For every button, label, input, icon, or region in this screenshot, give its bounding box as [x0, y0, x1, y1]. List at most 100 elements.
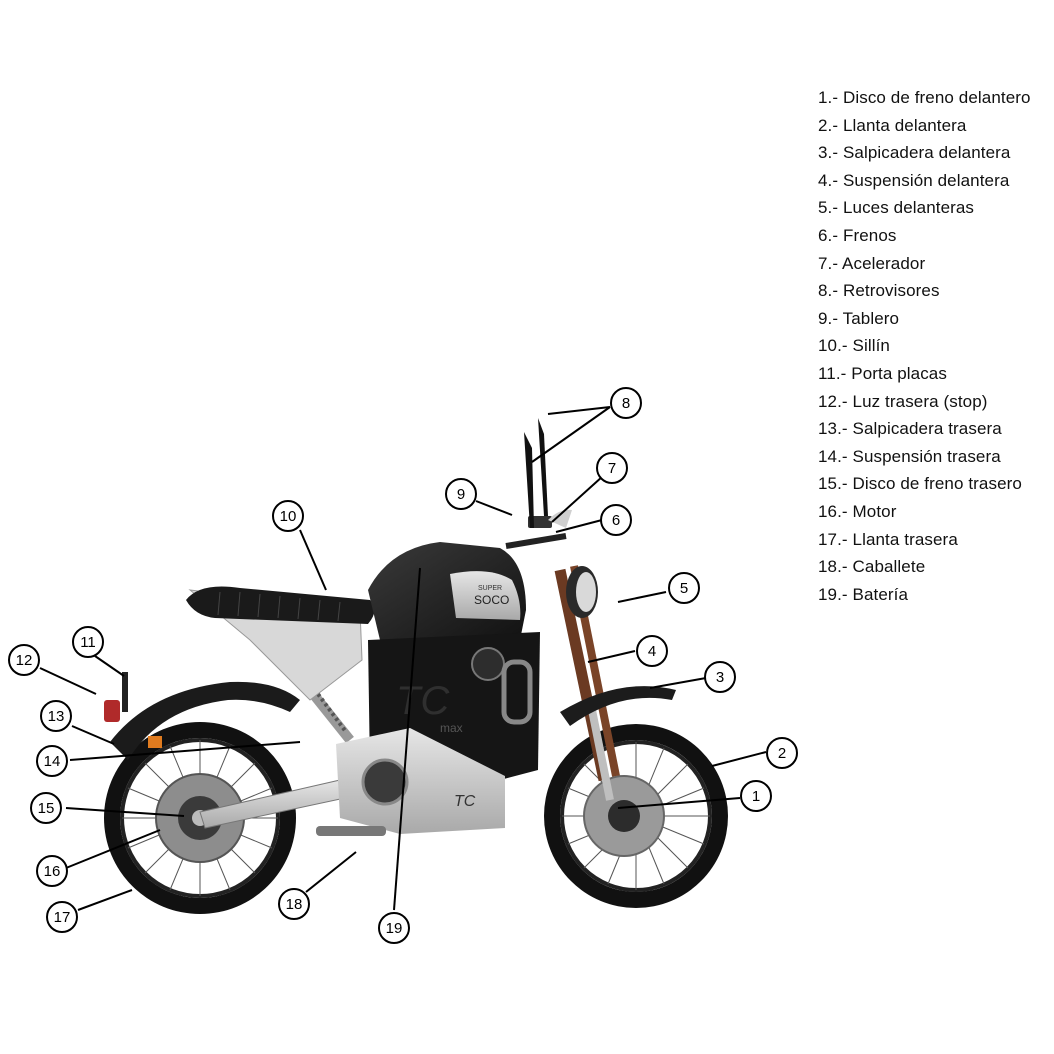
callout-number: 13: [48, 708, 65, 725]
callout-2: 2: [766, 737, 798, 769]
callout-number: 7: [608, 460, 616, 477]
callout-number: 4: [648, 643, 656, 660]
legend-item: 6.- Frenos: [818, 225, 897, 245]
callout-number: 15: [38, 800, 55, 817]
callout-circle: [40, 700, 72, 732]
legend-item: 19.- Batería: [818, 584, 909, 604]
parts-legend: 1.- Disco de freno delantero 2.- Llanta d…: [818, 84, 1031, 608]
callout-circle: [610, 387, 642, 419]
legend-item: 9.- Tablero: [818, 308, 900, 328]
legend-item: 15.- Disco de freno trasero: [818, 474, 1022, 494]
callout-number: 5: [680, 580, 688, 597]
motor-hub: [361, 758, 409, 806]
mirror-right: [538, 418, 548, 516]
callout-11: 11: [72, 626, 104, 658]
callout-6: 6: [600, 504, 632, 536]
legend-item: 16.- Motor: [818, 501, 897, 521]
legend-item: 17.- Llanta trasera: [818, 529, 958, 549]
callout-circle: [766, 737, 798, 769]
callout-circle: [72, 626, 104, 658]
callout-circle: [636, 635, 668, 667]
rear-indicator: [148, 736, 162, 748]
callout-number: 9: [457, 486, 465, 503]
callout-8: 8: [610, 387, 642, 419]
callout-9: 9: [445, 478, 477, 510]
legend-item: 2.- Llanta delantera: [818, 115, 967, 135]
legend-item: 4.- Suspensión delantera: [818, 170, 1010, 190]
tank-brand-small: SUPER: [478, 585, 502, 592]
callout-circle: [278, 888, 310, 920]
callout-circle: [272, 500, 304, 532]
callout-15: 15: [30, 792, 62, 824]
callout-5: 5: [668, 572, 700, 604]
callout-circle: [668, 572, 700, 604]
tank-silver-panel: [450, 571, 521, 620]
tail-light: [104, 700, 120, 722]
callout-number: 11: [80, 634, 96, 651]
windscreen: [548, 509, 572, 528]
handlebar: [505, 533, 567, 549]
dashboard: [528, 516, 552, 528]
seat-stitching: [217, 591, 341, 622]
side-handle: [501, 659, 533, 725]
motor-cover: [336, 728, 505, 834]
callout-number: 19: [386, 920, 403, 937]
legend-item: 1.- Disco de freno delantero: [818, 88, 1031, 107]
callout-circle: [36, 855, 68, 887]
callout-number: 16: [44, 863, 61, 880]
plate-holder: [122, 672, 128, 712]
tank-brand: SOCO: [474, 593, 509, 607]
front-fender: [560, 686, 676, 726]
callout-10: 10: [272, 500, 304, 532]
leader-lines: [39, 406, 767, 911]
headlight: [566, 566, 598, 618]
rear-fender: [110, 681, 300, 760]
callout-number: 3: [716, 669, 724, 686]
side-badge-sub: max: [440, 721, 463, 735]
rear-shock: [306, 686, 354, 744]
callout-7: 7: [596, 452, 628, 484]
callout-1: 1: [740, 780, 772, 812]
logo-emblem: [471, 647, 505, 681]
callout-18: 18: [278, 888, 310, 920]
motorcycle: SUPER SOCO TC max TC: [104, 418, 728, 914]
legend-item: 12.- Luz trasera (stop): [818, 391, 988, 411]
callout-19: 19: [378, 912, 410, 944]
side-badge: TC: [396, 679, 450, 723]
callout-circle: [30, 792, 62, 824]
mirror-left: [524, 432, 534, 528]
callout-number: 1: [752, 788, 760, 805]
legend-item: 5.- Luces delanteras: [818, 198, 975, 218]
callout-circle: [378, 912, 410, 944]
callout-circle: [36, 745, 68, 777]
callout-number: 2: [778, 745, 786, 762]
callout-number: 18: [286, 896, 303, 913]
callout-4: 4: [636, 635, 668, 667]
callout-13: 13: [40, 700, 72, 732]
callout-number: 10: [280, 508, 297, 525]
legend-item: 13.- Salpicadera trasera: [818, 419, 1002, 439]
callout-circle: [704, 661, 736, 693]
callout-circle: [600, 504, 632, 536]
callout-12: 12: [8, 644, 40, 676]
callout-circle: [8, 644, 40, 676]
legend-item: 18.- Caballete: [818, 557, 926, 577]
callout-number: 12: [16, 652, 33, 669]
callout-circle: [445, 478, 477, 510]
callout-circle: [46, 901, 78, 933]
legend-item: 14.- Suspensión trasera: [818, 446, 1001, 466]
callout-17: 17: [46, 901, 78, 933]
lower-badge: TC: [454, 793, 476, 810]
callout-number: 17: [54, 909, 71, 926]
callout-16: 16: [36, 855, 68, 887]
legend-item: 11.- Porta placas: [818, 363, 947, 383]
legend-item: 3.- Salpicadera delantera: [818, 143, 1011, 163]
legend-item: 7.- Acelerador: [818, 253, 926, 273]
callout-circle: [740, 780, 772, 812]
rear-wheel: [104, 722, 296, 914]
seat: [186, 586, 375, 624]
callout-14: 14: [36, 745, 68, 777]
legend-item: 10.- Sillín: [818, 336, 890, 356]
